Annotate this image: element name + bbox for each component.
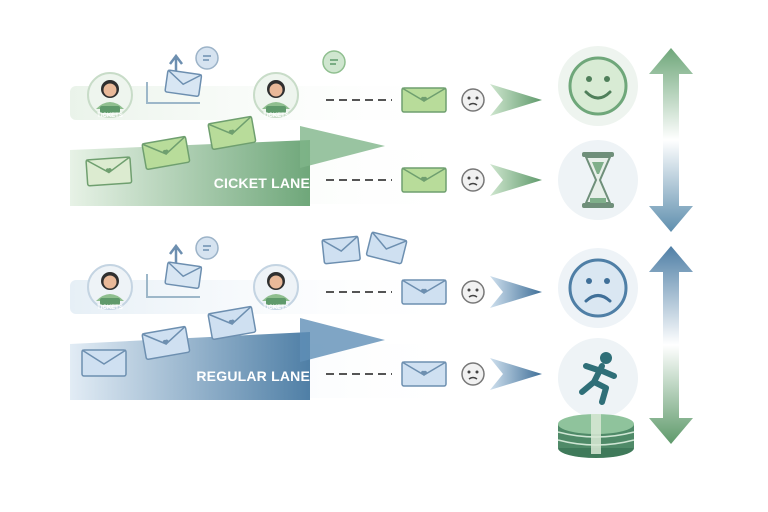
envelope-icon xyxy=(365,231,408,265)
outcome-arrow xyxy=(490,84,542,116)
lane-flow-arrow xyxy=(300,318,385,362)
envelope-icon xyxy=(207,115,257,151)
hourglass-icon xyxy=(558,140,638,220)
lane-wedge xyxy=(70,140,310,206)
smiley-face-icon xyxy=(558,46,638,126)
lane-flow-arrow xyxy=(300,126,385,168)
envelope-icon xyxy=(321,235,361,265)
avatar xyxy=(253,72,299,118)
envelope-icon xyxy=(164,261,203,290)
envelope-icon xyxy=(401,167,447,193)
neutral-face-icon xyxy=(461,88,485,112)
avatar xyxy=(87,72,133,118)
envelope-icon xyxy=(164,69,203,98)
envelope-icon xyxy=(207,305,257,341)
cicket-lane: TICKETS TICKETS xyxy=(70,46,693,232)
neutral-face-icon xyxy=(461,362,485,386)
avatar xyxy=(253,264,299,310)
avatar xyxy=(87,264,133,310)
route-bracket xyxy=(146,274,200,298)
neutral-face-icon xyxy=(461,168,485,192)
sad-face-icon xyxy=(558,248,638,328)
avatar-badge: TICKETS xyxy=(97,113,123,119)
envelope-icon xyxy=(401,279,447,305)
outcome-arrow xyxy=(490,164,542,196)
chat-bubble-icon xyxy=(195,46,219,70)
double-arrow-icon xyxy=(649,246,693,444)
lane-label: REGULAR LANE xyxy=(196,368,310,384)
avatar-badge: TICKETS xyxy=(263,305,289,311)
outcome-arrow xyxy=(490,276,542,308)
money-stack-icon xyxy=(557,414,635,458)
envelope-icon xyxy=(141,325,191,361)
envelope-icon xyxy=(85,156,133,187)
chat-bubble-icon xyxy=(195,236,219,260)
envelope-icon xyxy=(401,87,447,113)
regular-lane: TICKETS TICKETS xyxy=(70,231,693,458)
double-arrow-icon xyxy=(649,48,693,232)
lane-label: CICKET LANE xyxy=(213,175,310,191)
avatar-badge: TICKETS xyxy=(263,113,289,119)
envelope-icon xyxy=(401,361,447,387)
outcome-arrow xyxy=(490,358,542,390)
envelope-icon xyxy=(141,135,191,171)
neutral-face-icon xyxy=(461,280,485,304)
envelope-icon xyxy=(81,349,127,377)
chat-bubble-icon xyxy=(322,50,346,74)
running-person-icon xyxy=(558,338,638,418)
avatar-badge: TICKETS xyxy=(97,305,123,311)
route-bracket xyxy=(146,82,200,104)
lane-wedge xyxy=(70,332,310,400)
